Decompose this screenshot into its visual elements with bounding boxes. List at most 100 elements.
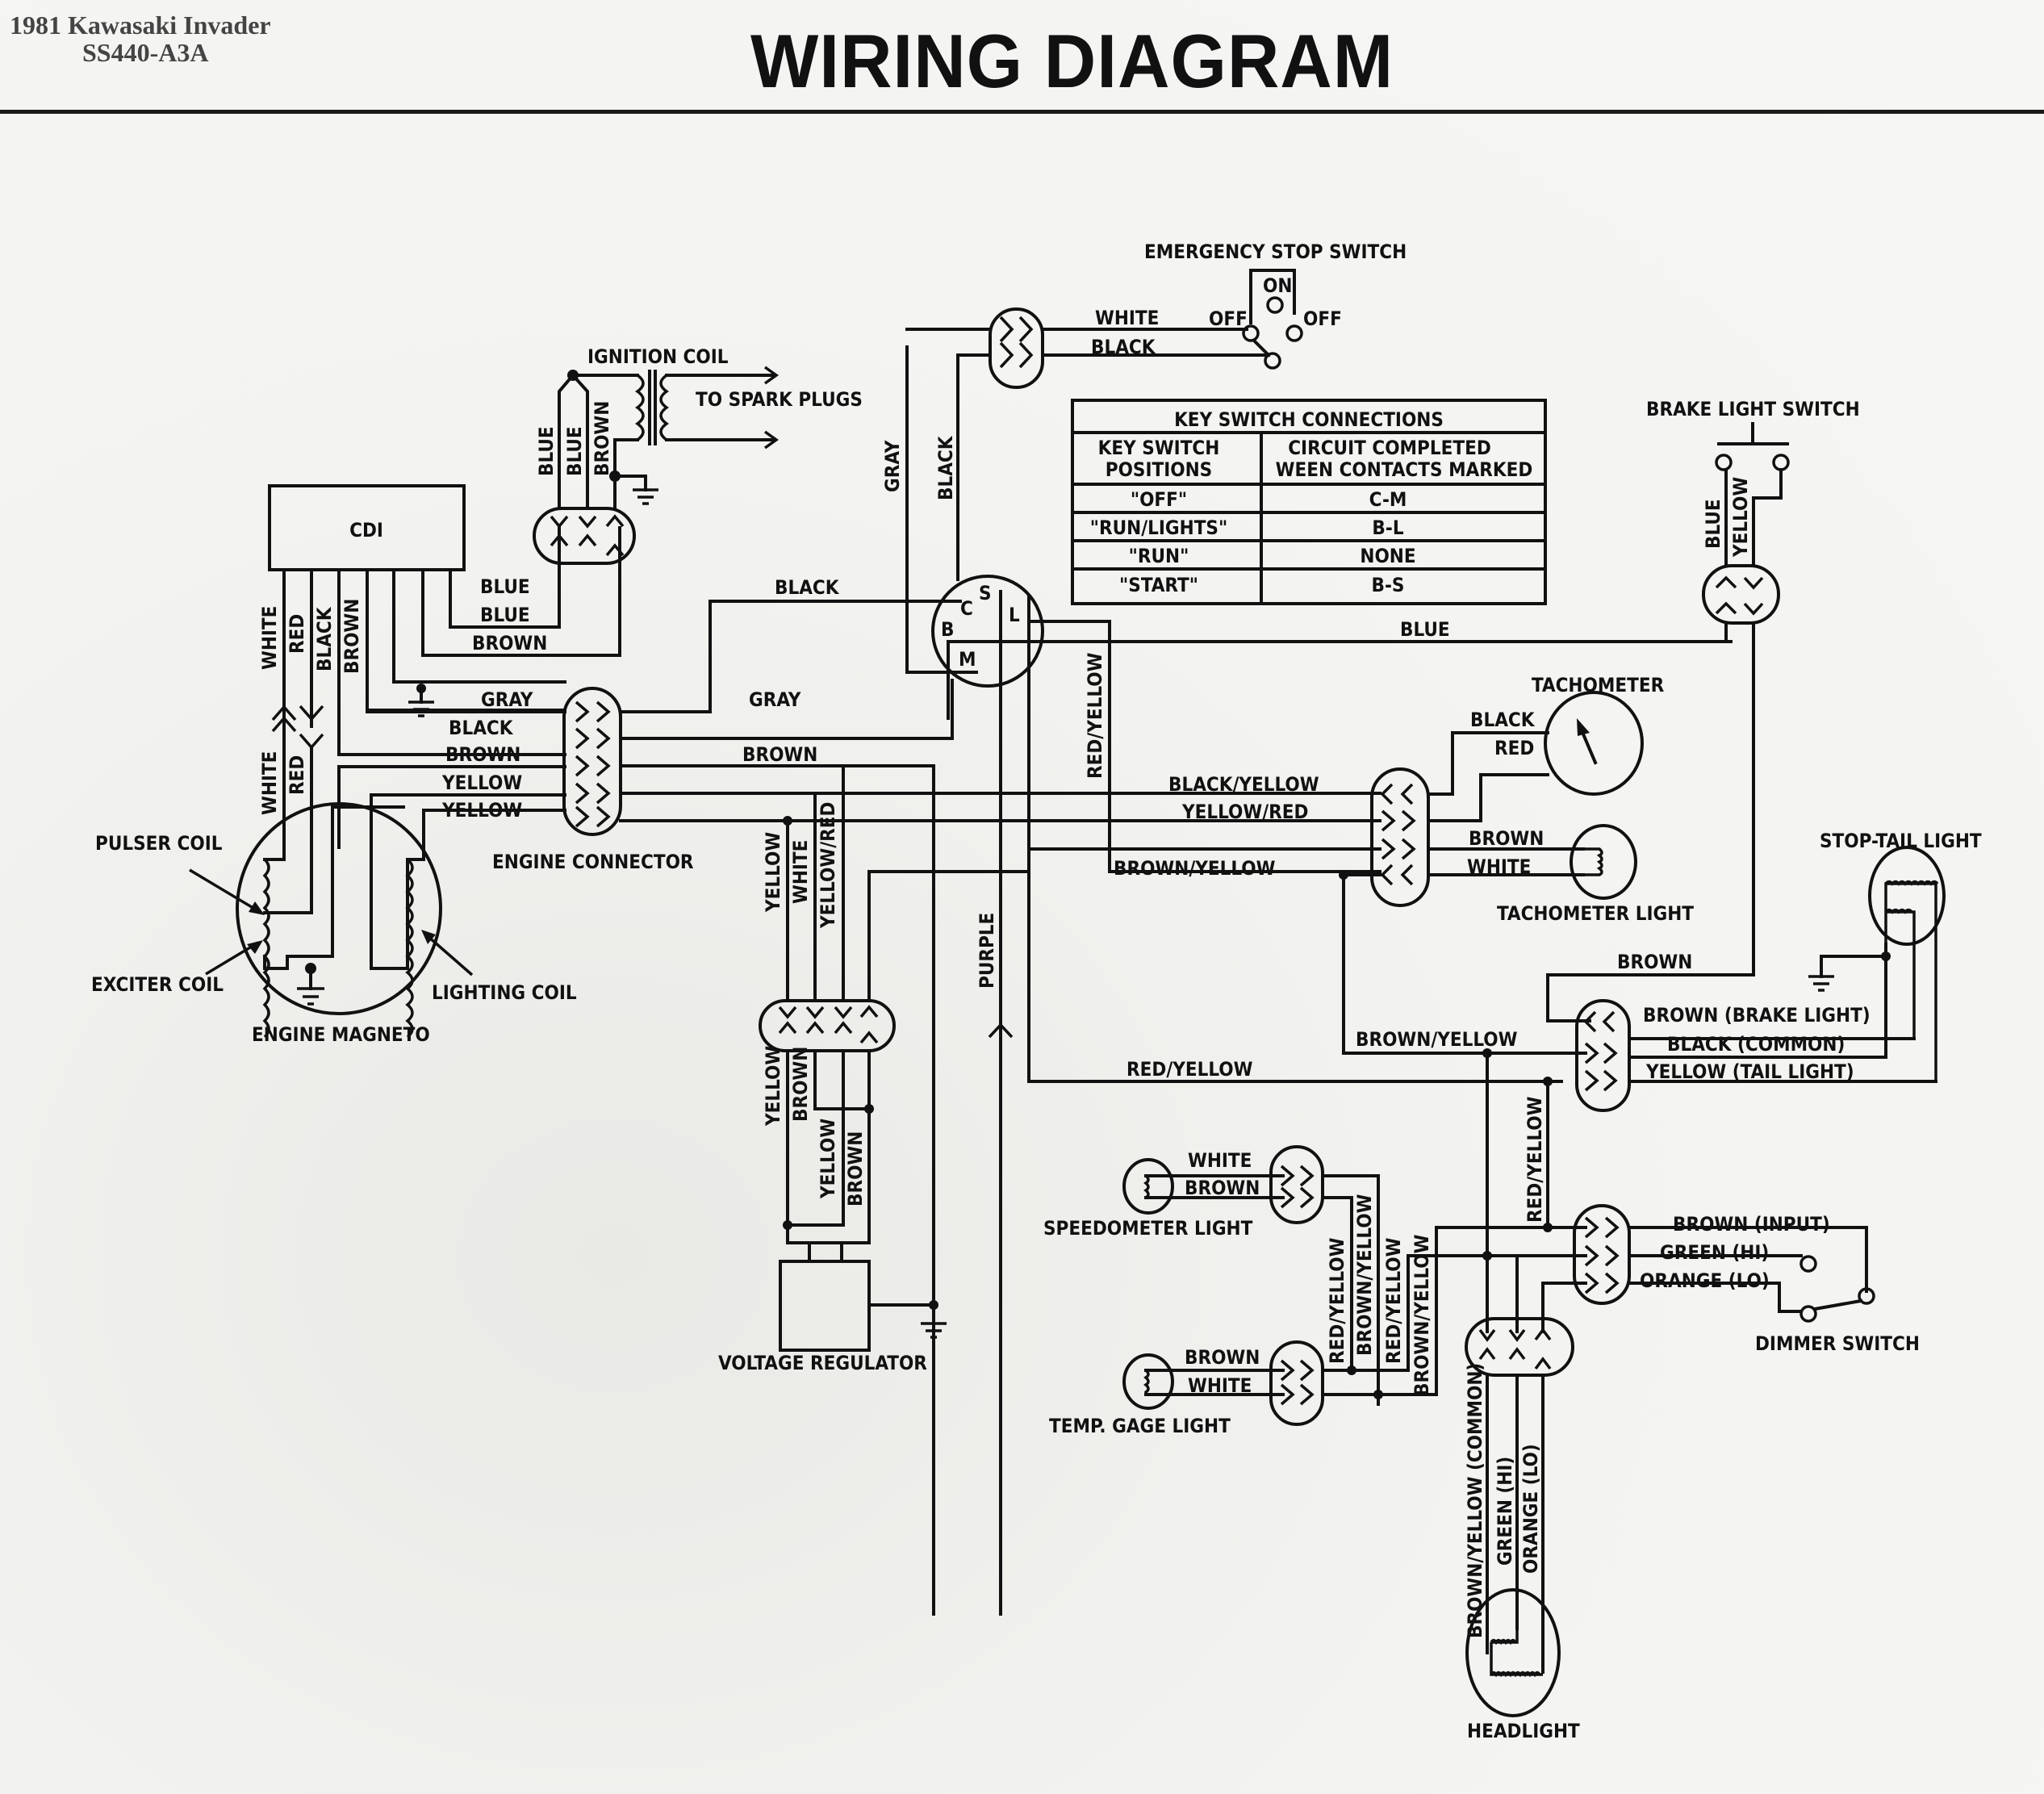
- headlight-connector: [1465, 1317, 1574, 1674]
- wire-label: GREEN (HI): [1494, 1457, 1516, 1566]
- wire-label: ORANGE (LO): [1640, 1269, 1770, 1292]
- wire-label: BLUE: [1702, 499, 1724, 549]
- lighting-coil-label: LIGHTING COIL: [432, 981, 577, 1004]
- engine-connector-label: ENGINE CONNECTOR: [492, 851, 694, 873]
- table-cell: "RUN": [1129, 545, 1189, 567]
- cdi-magneto-plug: [271, 705, 324, 817]
- wire-label: WHITE: [1467, 855, 1531, 878]
- wire-label: BROWN/YELLOW (COMMON): [1464, 1363, 1486, 1638]
- headlight-label: HEADLIGHT: [1467, 1720, 1580, 1742]
- wire-yellow-2: [422, 809, 566, 826]
- wire-label: WHITE: [258, 751, 281, 815]
- document-title: 1981 Kawasaki Invader SS440-A3A: [10, 11, 271, 66]
- ignition-coil-label: IGNITION COIL: [587, 345, 729, 368]
- engine-connector: [562, 687, 622, 836]
- dimmer-switch: [1799, 1255, 1875, 1323]
- wire-label: YELLOW: [762, 832, 784, 913]
- wire-label: BLUE: [480, 575, 530, 598]
- wire-label: GREEN (HI): [1660, 1241, 1769, 1264]
- wire-label: RED/YELLOW: [1126, 1058, 1253, 1081]
- wire-label: RED: [1494, 737, 1534, 759]
- wire-label: BLACK: [934, 435, 957, 500]
- speedometer-light: [1122, 1158, 1285, 1215]
- voltage-regulator-label: VOLTAGE REGULATOR: [718, 1352, 927, 1374]
- wire-label: WHITE: [1188, 1374, 1252, 1397]
- cdi-label: CDI: [349, 519, 383, 542]
- wire-label: BROWN: [591, 401, 613, 476]
- temp-gauge-connector: [1269, 1226, 1587, 1426]
- wire-label: RED/YELLOW: [1326, 1237, 1348, 1364]
- key-switch: [905, 345, 1733, 1616]
- table-header: KEY SWITCH: [1098, 437, 1220, 459]
- wire-label: WHITE: [1095, 307, 1159, 329]
- wire-label: BLACK: [449, 717, 514, 739]
- table-header: CIRCUIT COMPLETED: [1288, 437, 1491, 459]
- wire-label: YELLOW: [441, 799, 522, 822]
- ignition-coil: [533, 366, 780, 565]
- wire-label: YELLOW: [762, 1046, 784, 1127]
- wire-label: BROWN: [1185, 1346, 1260, 1369]
- wire-label: BLUE: [563, 426, 586, 476]
- wire-label: BROWN: [472, 632, 547, 654]
- rear-connector: [1339, 870, 1631, 1112]
- terminal-c: C: [960, 597, 973, 620]
- wire-label: GRAY: [881, 440, 904, 492]
- wire-label: YELLOW: [817, 1119, 839, 1199]
- wire-label: BLUE: [1400, 618, 1450, 641]
- estop-off-left: OFF: [1209, 307, 1248, 330]
- wire-label: RED/YELLOW: [1524, 1096, 1546, 1223]
- wire-label: WHITE: [789, 840, 812, 904]
- estop-on-label: ON: [1263, 274, 1292, 297]
- purple-terminal: [988, 1022, 1014, 1039]
- wire-label: YELLOW (TAIL LIGHT): [1645, 1060, 1854, 1083]
- stop-tail-light: [1628, 846, 1946, 1083]
- table-cell: "START": [1119, 574, 1198, 596]
- wire-yellow-1: [370, 793, 566, 825]
- brake-light-switch: [1546, 422, 1790, 1022]
- wire-label: BROWN: [1469, 827, 1544, 850]
- wire-label: ORANGE (LO): [1519, 1444, 1542, 1574]
- wire-label: WHITE: [258, 606, 281, 670]
- tachometer-light-label: TACHOMETER LIGHT: [1497, 902, 1694, 925]
- wire-label: BROWN: [844, 1131, 867, 1206]
- wire-label: BLACK: [1091, 336, 1156, 358]
- wire-label: YELLOW/RED: [817, 802, 839, 929]
- wire-label: BROWN: [1185, 1177, 1260, 1199]
- wire-label: GRAY: [481, 688, 533, 711]
- doc-title-model: SS440-A3A: [82, 38, 209, 67]
- dimmer-switch-label: DIMMER SWITCH: [1755, 1332, 1920, 1355]
- wire-label: PURPLE: [976, 913, 998, 989]
- gray-ground-tap: [408, 684, 434, 717]
- wire-label: RED/YELLOW: [1382, 1237, 1405, 1364]
- wire-label: BROWN/YELLOW: [1353, 1194, 1376, 1356]
- brake-light-switch-label: BRAKE LIGHT SWITCH: [1646, 398, 1860, 420]
- wire-label: BLACK (COMMON): [1667, 1033, 1845, 1056]
- wire-black-ks: [619, 679, 954, 740]
- pulser-coil-pointer: [189, 868, 261, 914]
- engine-magneto-label: ENGINE MAGNETO: [252, 1023, 430, 1046]
- table-cell: NONE: [1360, 545, 1415, 567]
- wire-label: WHITE: [1188, 1149, 1252, 1172]
- table-cell: "OFF": [1131, 488, 1187, 511]
- wire-label: RED: [286, 755, 308, 795]
- tachometer: [1544, 691, 1644, 796]
- wire-label: BROWN: [742, 743, 817, 766]
- stop-tail-light-label: STOP-TAIL LIGHT: [1820, 830, 1982, 852]
- tachometer-label: TACHOMETER: [1532, 674, 1665, 696]
- table-cell: B-L: [1372, 516, 1403, 539]
- doc-title-line1: 1981 Kawasaki Invader: [10, 10, 271, 40]
- wire-label: BLACK/YELLOW: [1168, 773, 1319, 796]
- terminal-l: L: [1009, 604, 1020, 626]
- wire-label: BROWN/YELLOW: [1411, 1234, 1433, 1396]
- temp-gauge-light-label: TEMP. GAGE LIGHT: [1049, 1415, 1231, 1437]
- cdi-wires: [282, 526, 621, 809]
- wire-label: BLACK: [1470, 709, 1536, 731]
- table-title: KEY SWITCH CONNECTIONS: [1174, 408, 1444, 431]
- wire-label: RED/YELLOW: [1084, 652, 1106, 779]
- headlight: [1465, 1588, 1561, 1717]
- wire-label: BROWN/YELLOW: [1114, 857, 1276, 880]
- wire-label: RED: [286, 614, 308, 654]
- wire-black: [337, 735, 566, 756]
